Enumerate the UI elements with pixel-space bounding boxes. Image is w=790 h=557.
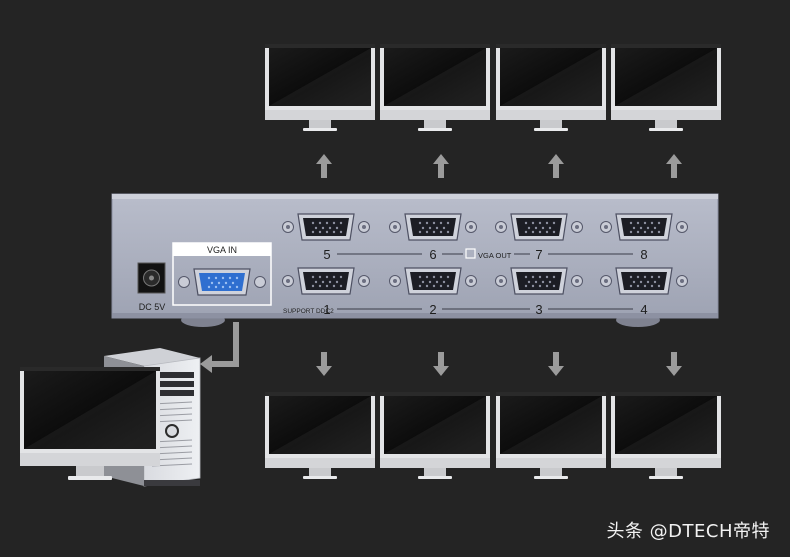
port-number: 5 <box>323 247 330 262</box>
up-arrows <box>316 154 682 178</box>
down-arrows <box>316 352 682 376</box>
vga-out-label: VGA OUT <box>478 251 512 260</box>
monitor-top-3 <box>496 44 606 131</box>
top-port-labels: VGA OUT 5 6 7 8 <box>323 247 647 262</box>
vga-in-panel: VGA IN <box>172 242 272 306</box>
arrow-up-icon <box>666 154 682 178</box>
pc-monitor <box>20 367 160 480</box>
port-number: 3 <box>535 302 542 317</box>
support-label: SUPPORT DDC2 <box>283 308 334 315</box>
arrow-up-icon <box>433 154 449 178</box>
input-connection-arrow <box>200 322 239 373</box>
arrow-down-icon <box>548 352 564 376</box>
port-number: 2 <box>429 302 436 317</box>
port-number: 8 <box>640 247 647 262</box>
monitor-top-1 <box>265 44 375 131</box>
vga-splitter-device: DC 5V VGA IN <box>111 193 719 327</box>
vga-in-label: VGA IN <box>207 245 237 255</box>
arrow-up-icon <box>548 154 564 178</box>
monitor-bottom-3 <box>496 392 606 479</box>
arrow-up-icon <box>316 154 332 178</box>
port-number: 7 <box>535 247 542 262</box>
arrow-down-icon <box>433 352 449 376</box>
port-number: 4 <box>640 302 647 317</box>
port-number: 6 <box>429 247 436 262</box>
output-monitors-top <box>265 44 721 131</box>
power-label: DC 5V <box>139 302 166 312</box>
port-number: 1 <box>323 302 330 317</box>
output-monitors-bottom <box>265 392 721 479</box>
monitor-bottom-4 <box>611 392 721 479</box>
vga-in-port <box>178 268 266 296</box>
monitor-top-4 <box>611 44 721 131</box>
power-jack <box>137 262 166 294</box>
bottom-port-labels: SUPPORT DDC2 1 2 3 4 <box>283 302 648 317</box>
monitor-bottom-1 <box>265 392 375 479</box>
watermark-text: 头条 @DTECH帝特 <box>606 521 770 542</box>
monitor-top-2 <box>380 44 490 131</box>
source-computer <box>20 348 201 487</box>
arrow-down-icon <box>666 352 682 376</box>
monitor-bottom-2 <box>380 392 490 479</box>
arrow-down-icon <box>316 352 332 376</box>
